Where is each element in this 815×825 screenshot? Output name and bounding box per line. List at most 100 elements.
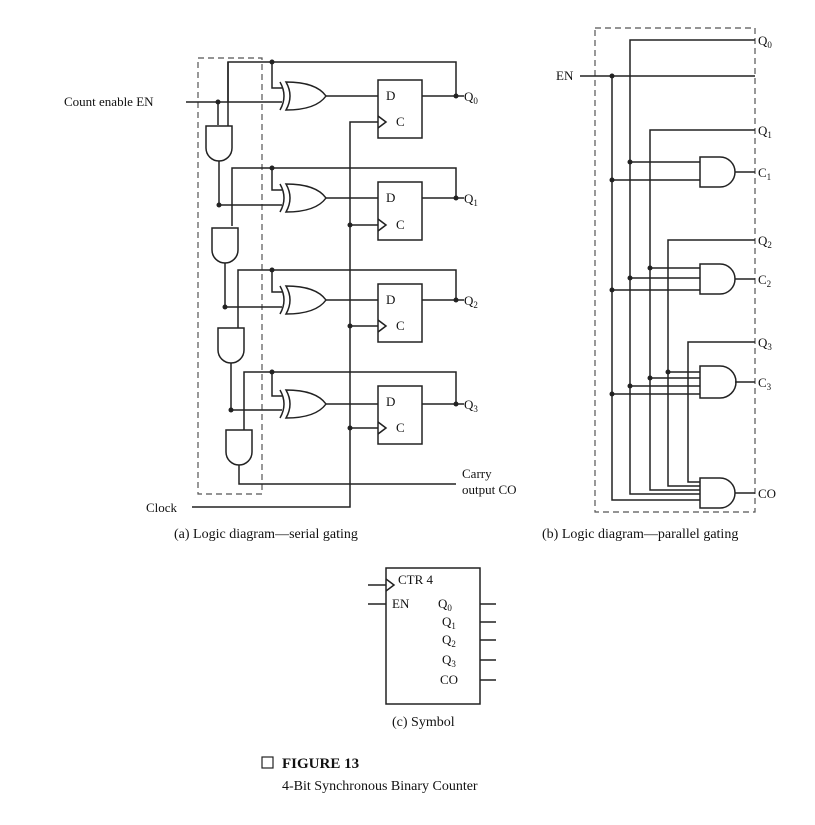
flipflop-3 [377,385,423,445]
c1-inputs-b [612,161,700,181]
and-gate-c1 [699,156,736,188]
q3-feedback-wire [243,371,457,430]
q2-label-c: Q2 [442,632,456,649]
panel-c-symbol: CTR 4 EN Q0 Q1 Q2 Q3 CO (c) Symbol [368,567,496,730]
and-gate-2 [211,227,239,264]
c3-inputs-b [612,371,700,395]
flipflop-3-clock-arrow [377,421,388,435]
q2-label: Q2 [464,293,478,310]
carry-label-line1: Carry [462,466,492,481]
c2-q1-dot [647,265,653,271]
en-wire-b [580,75,755,501]
c2-inputs-b [612,267,700,291]
c3-label-b: C3 [758,375,772,392]
and2-out-dot [222,304,228,310]
and3-to-stage3-wire [230,363,282,411]
q2-label-b: Q2 [758,233,772,250]
flipflop-2 [377,283,423,343]
q1-label-b: Q1 [758,123,772,140]
q2-dot [453,297,459,303]
q1-label-c: Q1 [442,614,456,631]
q3-label-b: Q3 [758,335,772,352]
q2-bus-b [667,239,755,487]
flipflop-1-c: C [396,217,405,232]
panel-c-caption: (c) Symbol [392,715,455,730]
q1-feedback-dot [269,165,275,171]
c3-q1-dot [647,375,653,381]
q0-label: Q0 [464,89,478,106]
xor-gate-3 [284,389,327,419]
flipflop-2-c: C [396,318,405,333]
co-label-b: CO [758,486,776,501]
q1-label: Q1 [464,191,478,208]
count-enable-label: Count enable EN [64,94,154,109]
clock-triangle-c [385,578,396,592]
panel-a-caption: (a) Logic diagram—serial gating [174,527,358,542]
panel-b-caption: (b) Logic diagram—parallel gating [542,527,738,542]
and-gate-c3 [699,365,737,399]
and-gate-co [699,477,736,509]
xor-gate-3-back-arc [279,389,285,419]
en-label-b: EN [556,68,574,83]
q3-dot [453,401,459,407]
en-b-dot [609,73,615,79]
clock-label: Clock [146,500,178,515]
c3-q0-dot [627,383,633,389]
q3-bus-b [687,341,755,483]
panel-a-serial-gating: Count enable EN Clock D C Q0 [64,57,517,542]
q1-dot [453,195,459,201]
flipflop-3-d: D [386,394,395,409]
en-junction-dot [215,99,221,105]
panel-b-parallel-gating: EN Q0 Q1 C1 Q2 C2 Q3 [542,27,776,542]
q3-label: Q3 [464,397,478,414]
stage-2: D C Q2 [237,267,478,343]
q2-feedback-dot [269,267,275,273]
flipflop-2-d: D [386,292,395,307]
c3-q2-dot [665,369,671,375]
stage-1: D C Q1 [231,165,478,241]
output-lines-c [480,603,496,681]
flipflop-1 [377,181,423,241]
carry-out-wire [238,465,456,485]
and-gate-1 [205,125,233,162]
en-label-c: EN [392,596,410,611]
flipflop-3-c: C [396,420,405,435]
q0-label-c: Q0 [438,596,452,613]
and-gate-4 [225,429,253,466]
flipflop-0-d: D [386,88,395,103]
stage-0: D C Q0 [279,79,478,139]
xor-gate-0-back-arc [279,81,285,111]
clock-wire [192,121,378,508]
and-gate-3 [217,327,245,364]
c2-q0-dot [627,275,633,281]
flipflop-0 [377,79,423,139]
xor-gate-1 [284,183,327,213]
panel-b-dashed-boundary [594,27,756,513]
xor-gate-1-back-arc [279,183,285,213]
q3-feedback-dot [269,369,275,375]
flipflop-0-c: C [396,114,405,129]
figure-title: 4-Bit Synchronous Binary Counter [282,779,478,794]
c2-en-dot [609,287,615,293]
and1-out-dot [216,202,222,208]
c1-label-b: C1 [758,165,771,182]
ctr4-title: CTR 4 [398,572,434,587]
q2-feedback-wire [237,269,457,328]
flipflop-1-d: D [386,190,395,205]
figure-square-icon [261,756,274,769]
panel-a-dashed-boundary [197,57,263,495]
q0-feedback-wire [271,62,282,89]
q1-feedback-wire [231,167,457,226]
xor-gate-0 [284,81,327,111]
flipflop-0-clock-arrow [377,115,388,129]
figure-number: FIGURE 13 [282,756,359,772]
and3-out-dot [228,407,234,413]
q0-label-b: Q0 [758,33,772,50]
carry-label-line2: output CO [462,482,517,497]
flipflop-2-clock-arrow [377,319,388,333]
figure-caption: FIGURE 13 4-Bit Synchronous Binary Count… [261,756,478,794]
stage-3: D C Q3 [243,369,478,445]
q3-label-c: Q3 [442,652,456,669]
q1-bus-b [649,129,755,491]
